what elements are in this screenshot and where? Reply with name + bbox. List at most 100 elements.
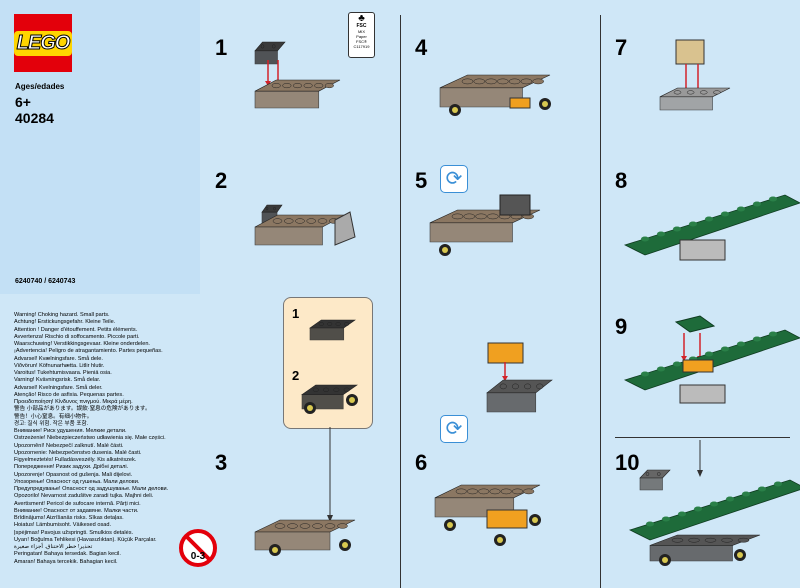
stud xyxy=(673,226,681,232)
warning-line: Achtung! Erstickungsgefahr. Kleine Teile… xyxy=(14,319,116,326)
stud xyxy=(705,351,713,357)
wheel-hub xyxy=(272,547,278,553)
stud xyxy=(333,387,340,392)
stud xyxy=(657,231,665,237)
plate-side xyxy=(639,477,663,491)
stud xyxy=(662,516,670,522)
stud xyxy=(641,236,649,242)
stud xyxy=(532,78,544,85)
support xyxy=(679,239,726,261)
substep-number: 2 xyxy=(292,368,300,383)
wing xyxy=(628,479,800,541)
warning-line: Upozornenie: Nebezpečenstvo dusenia. Mal… xyxy=(14,449,142,456)
arrow-head xyxy=(502,376,508,381)
warning-line: Предупредување! Опасност од задушување. … xyxy=(14,486,169,492)
stud xyxy=(700,90,708,95)
engine xyxy=(499,194,531,216)
stud xyxy=(536,383,544,390)
wheel-hub xyxy=(447,522,453,528)
step-number: 1 xyxy=(215,35,228,60)
stud xyxy=(686,90,695,95)
stud xyxy=(520,78,533,85)
step-number: 5 xyxy=(415,168,428,193)
stud xyxy=(673,361,681,367)
stud xyxy=(753,201,761,207)
warning-line: Viðvörun! Köfnunarhætta. Litlir hlutir. xyxy=(14,362,105,369)
stud xyxy=(323,387,330,392)
stud xyxy=(713,90,721,95)
stud xyxy=(646,521,654,527)
plate-side xyxy=(649,545,733,562)
step-number: 6 xyxy=(415,450,428,475)
stud xyxy=(524,383,532,390)
warning-line: Внимание! Риск удушения. Мелкие детали. xyxy=(14,428,127,434)
step-number: 3 xyxy=(215,450,228,475)
wheel-hub xyxy=(442,247,448,253)
arrow-head xyxy=(697,470,703,477)
plate-side xyxy=(486,392,537,413)
arrow-head xyxy=(327,515,333,522)
plate-side xyxy=(309,327,345,341)
stud xyxy=(295,218,305,224)
stud xyxy=(265,206,269,211)
stud xyxy=(478,488,490,495)
warning-line: 警告 小部品があります。誤飲·窒息の危険があります。 xyxy=(14,406,151,413)
warning-line: Προειδοποίηση! Κίνδυνος πνιγμού. Μικρά μ… xyxy=(14,399,133,405)
stud xyxy=(511,383,519,390)
stud xyxy=(299,523,311,529)
stud xyxy=(467,488,478,495)
step-number: 2 xyxy=(215,168,228,193)
age-value: 6+ xyxy=(15,94,31,110)
stud xyxy=(753,336,761,342)
stud xyxy=(272,218,283,224)
stud xyxy=(473,78,486,85)
warning-line: Figyelmeztetés! Fulladásveszély. Kis alk… xyxy=(14,457,137,463)
warning-line: تحذير! خطر الاختناق. أجزاء صغيرة xyxy=(14,544,93,550)
wheel-hub xyxy=(307,405,313,411)
warning-line: Avertisment! Pericol de sufocare internă… xyxy=(14,500,141,507)
stud xyxy=(343,387,350,392)
rotate-model-icon: ⟳ xyxy=(440,165,468,193)
stud xyxy=(273,206,276,211)
plate-top xyxy=(639,469,671,479)
stud xyxy=(704,537,717,543)
choking-warnings: Warning! Choking hazard. Small parts.Ach… xyxy=(14,312,168,566)
plate-side xyxy=(659,96,713,111)
stud xyxy=(512,488,523,495)
stud xyxy=(489,488,501,495)
step-number: 4 xyxy=(415,35,428,60)
warning-line: Advarsel! Kvælningsfare. Små dele. xyxy=(14,355,103,362)
stud xyxy=(500,488,512,495)
stud xyxy=(710,501,718,507)
wheel-hub xyxy=(349,397,355,403)
stud xyxy=(721,346,729,352)
tile-orange xyxy=(487,342,524,364)
stud xyxy=(317,218,328,224)
element-ids: 6240740 / 6240743 xyxy=(15,278,76,285)
green-tile xyxy=(674,315,716,333)
stud xyxy=(303,83,313,89)
wheel-hub xyxy=(542,101,548,107)
step-divider xyxy=(615,437,790,438)
stud xyxy=(678,511,686,517)
plate-top xyxy=(261,204,283,213)
stud xyxy=(327,322,333,326)
stud xyxy=(657,472,661,476)
stud xyxy=(694,506,702,512)
stud xyxy=(758,486,766,492)
stud xyxy=(463,213,476,220)
step-number: 10 xyxy=(615,450,640,475)
bracket xyxy=(334,211,356,246)
stud xyxy=(497,78,509,85)
stud xyxy=(721,537,733,543)
substep-number: 1 xyxy=(292,306,300,321)
rotate-model-icon: ⟳ xyxy=(440,415,468,443)
stud xyxy=(671,537,684,543)
stud xyxy=(523,488,535,495)
stud xyxy=(314,83,324,89)
warning-line: Varoitus! Tukehtumisvaara. Pieniä osia. xyxy=(14,370,112,376)
stud xyxy=(324,83,334,89)
warning-line: 警告！小心窒息。有细小物件。 xyxy=(14,413,93,420)
